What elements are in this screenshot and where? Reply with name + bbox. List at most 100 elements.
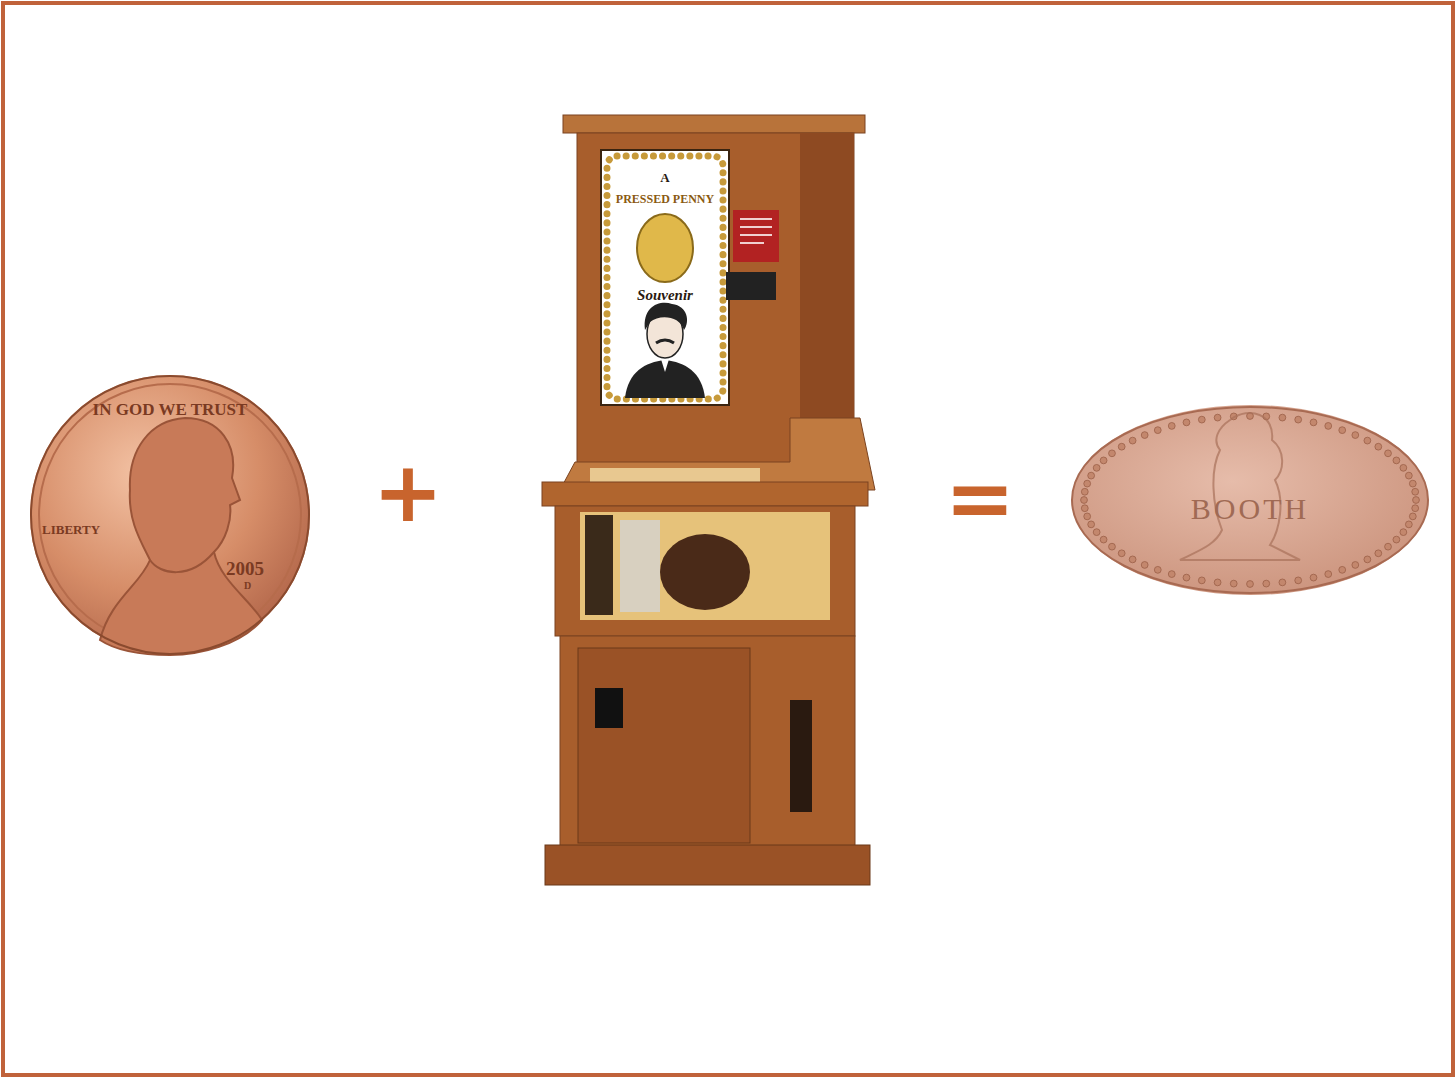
- bead: [1230, 580, 1237, 587]
- bead: [1310, 419, 1317, 426]
- bead: [1279, 579, 1286, 586]
- bead: [1129, 437, 1136, 444]
- bead: [1141, 432, 1148, 439]
- bead: [1412, 488, 1419, 495]
- press-machine: A PRESSED PENNY Souvenir: [540, 115, 875, 885]
- mechanism-wheel: [660, 534, 750, 610]
- bead: [1400, 529, 1407, 536]
- instruction-plate: [733, 210, 779, 262]
- bead: [1081, 497, 1088, 504]
- bead: [1183, 574, 1190, 581]
- bead: [1214, 579, 1221, 586]
- bead: [1118, 443, 1125, 450]
- bead-border: [1081, 413, 1420, 588]
- equals-sign: =: [945, 456, 1015, 540]
- bead: [1339, 566, 1346, 573]
- sign-panel: [601, 150, 729, 405]
- bead: [1081, 505, 1088, 512]
- bead: [1279, 414, 1286, 421]
- bead: [1352, 562, 1359, 569]
- bead: [1183, 419, 1190, 426]
- bead: [1263, 580, 1270, 587]
- window-section: [555, 506, 855, 636]
- bead: [1084, 480, 1091, 487]
- elongated-edge: [1072, 407, 1428, 593]
- bead: [1109, 543, 1116, 550]
- bead: [1412, 505, 1419, 512]
- mint-mark: D: [244, 581, 251, 591]
- coin-return: [595, 688, 623, 728]
- bead: [1364, 556, 1371, 563]
- lincoln-beard: [150, 552, 214, 572]
- bead: [1100, 536, 1107, 543]
- bead: [1168, 423, 1175, 430]
- bead: [1129, 556, 1136, 563]
- plate-line: [740, 242, 764, 244]
- bead: [1198, 577, 1205, 584]
- bead: [1409, 513, 1416, 520]
- bead: [1198, 416, 1205, 423]
- coin-liberty: LIBERTY: [42, 523, 100, 536]
- bead: [1214, 414, 1221, 421]
- bead: [1093, 464, 1100, 471]
- bead: [1295, 416, 1302, 423]
- bead: [1088, 472, 1095, 479]
- side-opening: [790, 700, 812, 812]
- lincoln-bust: [100, 418, 262, 655]
- bead: [1310, 574, 1317, 581]
- bead: [1405, 521, 1412, 528]
- coin-motto: IN GOD WE TRUST: [93, 401, 248, 418]
- bead: [1325, 571, 1332, 578]
- bead: [1413, 497, 1420, 504]
- bead: [1118, 550, 1125, 557]
- bead: [1247, 581, 1254, 588]
- penny-edge: [31, 376, 309, 654]
- window-glass: [580, 512, 830, 620]
- bead: [1385, 450, 1392, 457]
- bead: [1168, 571, 1175, 578]
- penny: IN GOD WE TRUST LIBERTY 2005D: [30, 375, 310, 655]
- plate-line: [740, 218, 772, 220]
- bead: [1375, 443, 1382, 450]
- frame-border: [3, 3, 1453, 1075]
- bead: [1100, 457, 1107, 464]
- bead: [1339, 427, 1346, 434]
- lower-cabinet: [560, 636, 855, 848]
- sign-title: PRESSED PENNY: [616, 193, 714, 205]
- bead: [1409, 480, 1416, 487]
- cabinet-base: [545, 845, 870, 885]
- bead: [1154, 427, 1161, 434]
- bead: [1393, 536, 1400, 543]
- bead: [1393, 457, 1400, 464]
- portrait-mustache: [656, 340, 674, 343]
- sign-subtitle: Souvenir: [637, 288, 693, 303]
- penny-face: [30, 375, 310, 655]
- bead: [1088, 521, 1095, 528]
- plate-line: [740, 226, 772, 228]
- bead: [1081, 488, 1088, 495]
- bead: [1325, 423, 1332, 430]
- cabinet-door: [578, 648, 750, 843]
- bead: [1400, 464, 1407, 471]
- node-outline: [540, 115, 875, 885]
- bead: [1364, 437, 1371, 444]
- bead: [1295, 577, 1302, 584]
- bead: [1141, 562, 1148, 569]
- bead: [1109, 450, 1116, 457]
- bead: [1352, 432, 1359, 439]
- ledge: [542, 482, 868, 506]
- sign-article: A: [660, 171, 669, 184]
- mechanism-roller: [620, 520, 660, 612]
- booth-portrait: [1180, 413, 1300, 560]
- tray-slope: [560, 418, 875, 490]
- coin-slot: [726, 272, 776, 300]
- elongated-penny: BOOTH: [1070, 405, 1430, 595]
- bead: [1154, 566, 1161, 573]
- bead: [1375, 550, 1382, 557]
- bead: [1084, 513, 1091, 520]
- coin-year: 2005: [226, 559, 264, 578]
- tray-glass: [590, 468, 760, 482]
- bead: [1385, 543, 1392, 550]
